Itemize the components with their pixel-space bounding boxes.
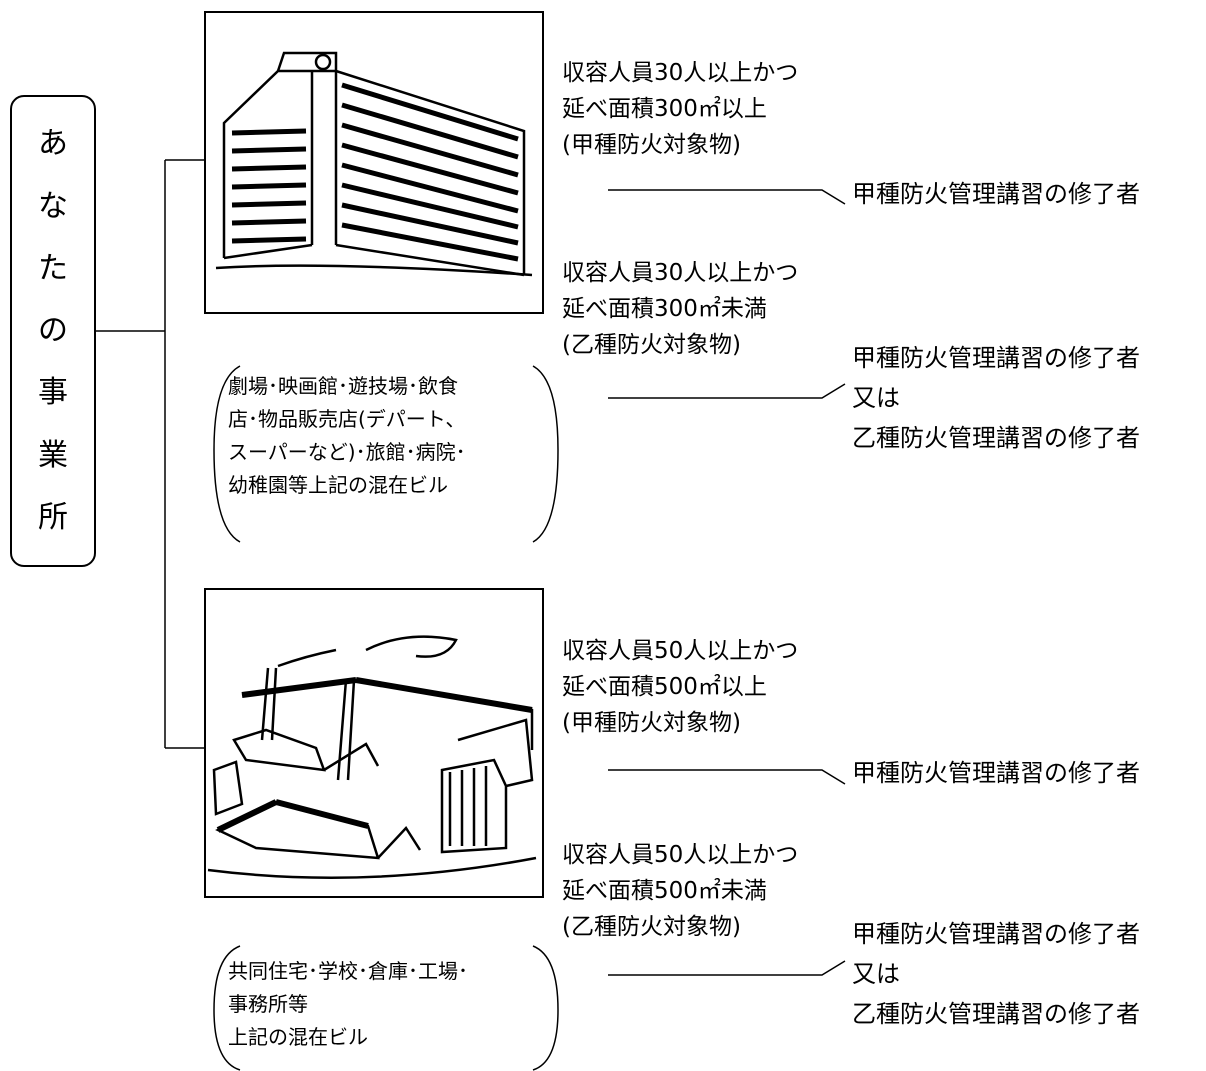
office-building-icon — [215, 51, 533, 277]
condition-line: (乙種防火対象物) — [562, 914, 741, 940]
condition-line: 延べ面積300㎡以上 — [562, 96, 767, 122]
root-char: 所 — [38, 499, 68, 535]
factory-illustration — [204, 588, 544, 898]
condition-line: 収容人員50人以上かつ — [562, 842, 799, 868]
result-4: 甲種防火管理講習の修了者 又は 乙種防火管理講習の修了者 — [852, 914, 1140, 1034]
condition-line: 延べ面積500㎡未満 — [562, 878, 767, 904]
example-line: 共同住宅･学校･倉庫･工場･ — [228, 959, 468, 983]
result-line: 又は — [852, 960, 900, 988]
condition-4: 収容人員50人以上かつ 延べ面積500㎡未満 (乙種防火対象物) — [562, 837, 798, 945]
root-char: な — [38, 188, 68, 224]
bracket-left-1 — [213, 365, 241, 543]
root-char: あ — [38, 126, 68, 162]
condition-3: 収容人員50人以上かつ 延べ面積500㎡以上 (甲種防火対象物) — [562, 633, 798, 741]
condition-line: 延べ面積500㎡以上 — [562, 674, 767, 700]
result-line: 甲種防火管理講習の修了者 — [852, 920, 1140, 948]
example-line: 店･物品販売店(デパート、 — [228, 407, 466, 431]
example-line: スーパーなど)･旅館･病院･ — [228, 440, 466, 464]
result-1: 甲種防火管理講習の修了者 — [852, 174, 1140, 214]
condition-line: (甲種防火対象物) — [562, 132, 741, 158]
arrow-4 — [608, 960, 846, 976]
result-line: 甲種防火管理講習の修了者 — [852, 344, 1140, 372]
result-line: 又は — [852, 384, 900, 412]
arrow-1 — [608, 189, 846, 205]
example-list-2: 共同住宅･学校･倉庫･工場･ 事務所等 上記の混在ビル — [228, 955, 468, 1054]
bracket-right-1 — [532, 365, 559, 543]
result-2: 甲種防火管理講習の修了者 又は 乙種防火管理講習の修了者 — [852, 338, 1140, 458]
result-line: 乙種防火管理講習の修了者 — [852, 1000, 1140, 1028]
example-line: 上記の混在ビル — [228, 1025, 368, 1049]
example-list-1: 劇場･映画館･遊技場･飲食 店･物品販売店(デパート、 スーパーなど)･旅館･病… — [228, 370, 466, 502]
result-line: 甲種防火管理講習の修了者 — [852, 180, 1140, 208]
result-line: 甲種防火管理講習の修了者 — [852, 759, 1140, 787]
root-char: の — [38, 313, 68, 348]
example-line: 事務所等 — [228, 992, 308, 1016]
condition-line: 収容人員50人以上かつ — [562, 638, 799, 664]
example-line: 幼稚園等上記の混在ビル — [228, 473, 448, 497]
your-establishment-box: あ な た の 事 業 所 — [10, 95, 96, 567]
root-char: 業 — [38, 437, 68, 473]
factory-icon — [207, 635, 537, 879]
condition-line: 収容人員30人以上かつ — [562, 60, 799, 86]
condition-2: 収容人員30人以上かつ 延べ面積300㎡未満 (乙種防火対象物) — [562, 255, 798, 363]
condition-1: 収容人員30人以上かつ 延べ面積300㎡以上 (甲種防火対象物) — [562, 55, 798, 163]
root-char: た — [38, 250, 68, 286]
arrow-3 — [608, 769, 846, 785]
result-3: 甲種防火管理講習の修了者 — [852, 753, 1140, 793]
arrow-2 — [608, 383, 846, 399]
condition-line: (甲種防火対象物) — [562, 710, 741, 736]
root-char: 事 — [38, 375, 68, 411]
condition-line: (乙種防火対象物) — [562, 332, 741, 358]
bracket-left-2 — [213, 945, 241, 1071]
condition-line: 延べ面積300㎡未満 — [562, 296, 767, 322]
condition-line: 収容人員30人以上かつ — [562, 260, 799, 286]
example-line: 劇場･映画館･遊技場･飲食 — [228, 374, 458, 398]
office-building-illustration — [204, 11, 544, 314]
result-line: 乙種防火管理講習の修了者 — [852, 424, 1140, 452]
bracket-right-2 — [532, 945, 559, 1071]
